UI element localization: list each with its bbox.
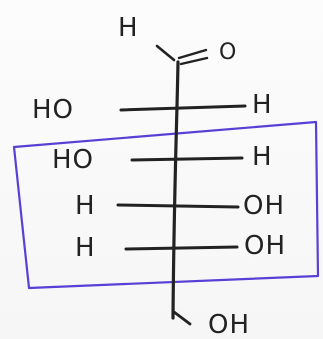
row-1-left-label: HO [32, 95, 74, 125]
bottom-bond [172, 310, 192, 326]
row-4-bond [124, 245, 239, 251]
aldehyde-double-bond-1 [177, 48, 208, 60]
row-1-bond [119, 104, 247, 112]
aldehyde-double-bond-2 [179, 56, 209, 66]
aldehyde-h-label: H [118, 13, 139, 43]
row-2-left-label: HO [52, 145, 94, 175]
row-4-right-label: OH [244, 231, 286, 261]
row-3-bond [116, 203, 240, 209]
highlight-box [12, 120, 320, 290]
bottom-oh-label: OH [208, 310, 250, 339]
row-1-right-label: H [252, 90, 273, 120]
aldehyde-o-label: O [219, 40, 237, 65]
row-4-left-label: H [75, 233, 96, 263]
aldehyde-bond [155, 44, 176, 62]
row-2-bond [130, 156, 244, 162]
backbone-line [171, 60, 180, 320]
row-3-left-label: H [75, 191, 96, 221]
row-2-right-label: H [252, 142, 273, 172]
row-3-right-label: OH [243, 191, 285, 221]
